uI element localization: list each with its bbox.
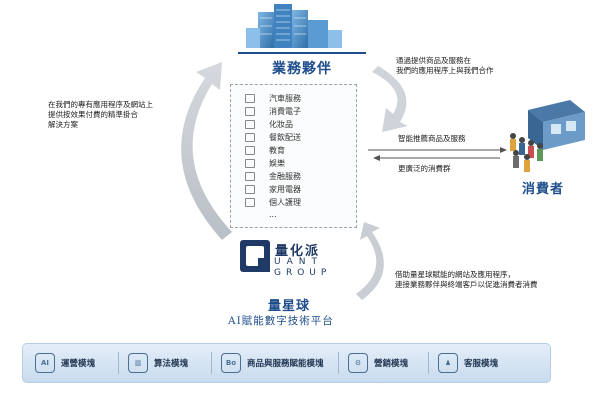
ai-icon: AI [35, 353, 55, 373]
module-goods: Bo 商品與服務賦能模塊 [221, 352, 324, 374]
entertainment-icon [245, 159, 255, 168]
chart-icon: ▥ [128, 353, 148, 373]
category-item: 消費電子 [245, 106, 301, 117]
modules-bar: AI 運營模塊 ▥ 算法模塊 Bo 商品與服務賦能模塊 ⚙ 營銷模塊 ♟ 客服模… [22, 343, 551, 383]
partners-underline [238, 52, 366, 54]
category-item: 汽車服務 [245, 93, 301, 104]
logo-mark-icon [240, 240, 270, 272]
category-item: 金融服務 [245, 171, 301, 182]
category-item: ... [269, 210, 277, 219]
consumer-title: 消費者 [522, 182, 565, 197]
module-divider [211, 352, 212, 374]
personal-care-icon [245, 198, 255, 207]
goods-icon: Bo [221, 353, 241, 373]
arrow-right-label: 智能推薦商品及服務 [398, 134, 466, 143]
education-icon [245, 146, 255, 155]
people-icon [510, 133, 543, 172]
logo-main: 量化派 [275, 244, 321, 259]
module-operations: AI 運營模塊 [35, 352, 95, 374]
category-item: 化妝品 [245, 119, 293, 130]
bottom-right-arrow [356, 222, 384, 300]
car-service-icon [245, 94, 255, 103]
service-icon: ♟ [438, 353, 458, 373]
finance-icon [245, 172, 255, 181]
left-note: 在我們的專有應用程序及網站上 提供按效果付費的精準掛合 解決方案 [48, 100, 153, 129]
category-item: 家用電器 [245, 184, 301, 195]
electronics-icon [245, 107, 255, 116]
appliance-icon [245, 185, 255, 194]
category-item: 娛樂 [245, 158, 285, 169]
platform-title: 量星球 [268, 299, 311, 314]
platform-subtitle: AI賦能數字技術平台 [228, 315, 334, 327]
buildings-icon [246, 4, 342, 48]
module-divider [428, 352, 429, 374]
category-item: 教育 [245, 145, 285, 156]
categories-box: 汽車服務 消費電子 化妝品 餐飲配送 教育 娛樂 金融服務 家用電器 個人護理 … [230, 84, 357, 228]
delivery-icon [245, 133, 255, 142]
module-algorithm: ▥ 算法模塊 [128, 352, 188, 374]
partners-title: 業務夥伴 [272, 61, 332, 77]
category-item: 餐飲配送 [245, 132, 301, 143]
module-divider [338, 352, 339, 374]
shop-icon [528, 100, 585, 150]
bottom-right-note: 借助量星球賦能的網站及應用程序， 連接業務夥伴與終端客戶以促進消費者消費 [395, 270, 538, 289]
arrow-left-label: 更廣泛的消費群 [398, 164, 451, 173]
module-service: ♟ 客服模塊 [438, 352, 498, 374]
logo-line1: UANT [274, 257, 323, 267]
top-right-note: 通過提供商品及服務在 我們的應用程序上與我們合作 [396, 56, 494, 75]
module-marketing: ⚙ 營銷模塊 [348, 352, 408, 374]
module-divider [118, 352, 119, 374]
top-right-arrow [372, 66, 408, 132]
logo-line2: GROUP [274, 268, 332, 278]
category-item: 個人護理 [245, 197, 301, 208]
marketing-icon: ⚙ [348, 353, 368, 373]
left-arc-arrow [181, 62, 232, 240]
cosmetics-icon [245, 120, 255, 129]
